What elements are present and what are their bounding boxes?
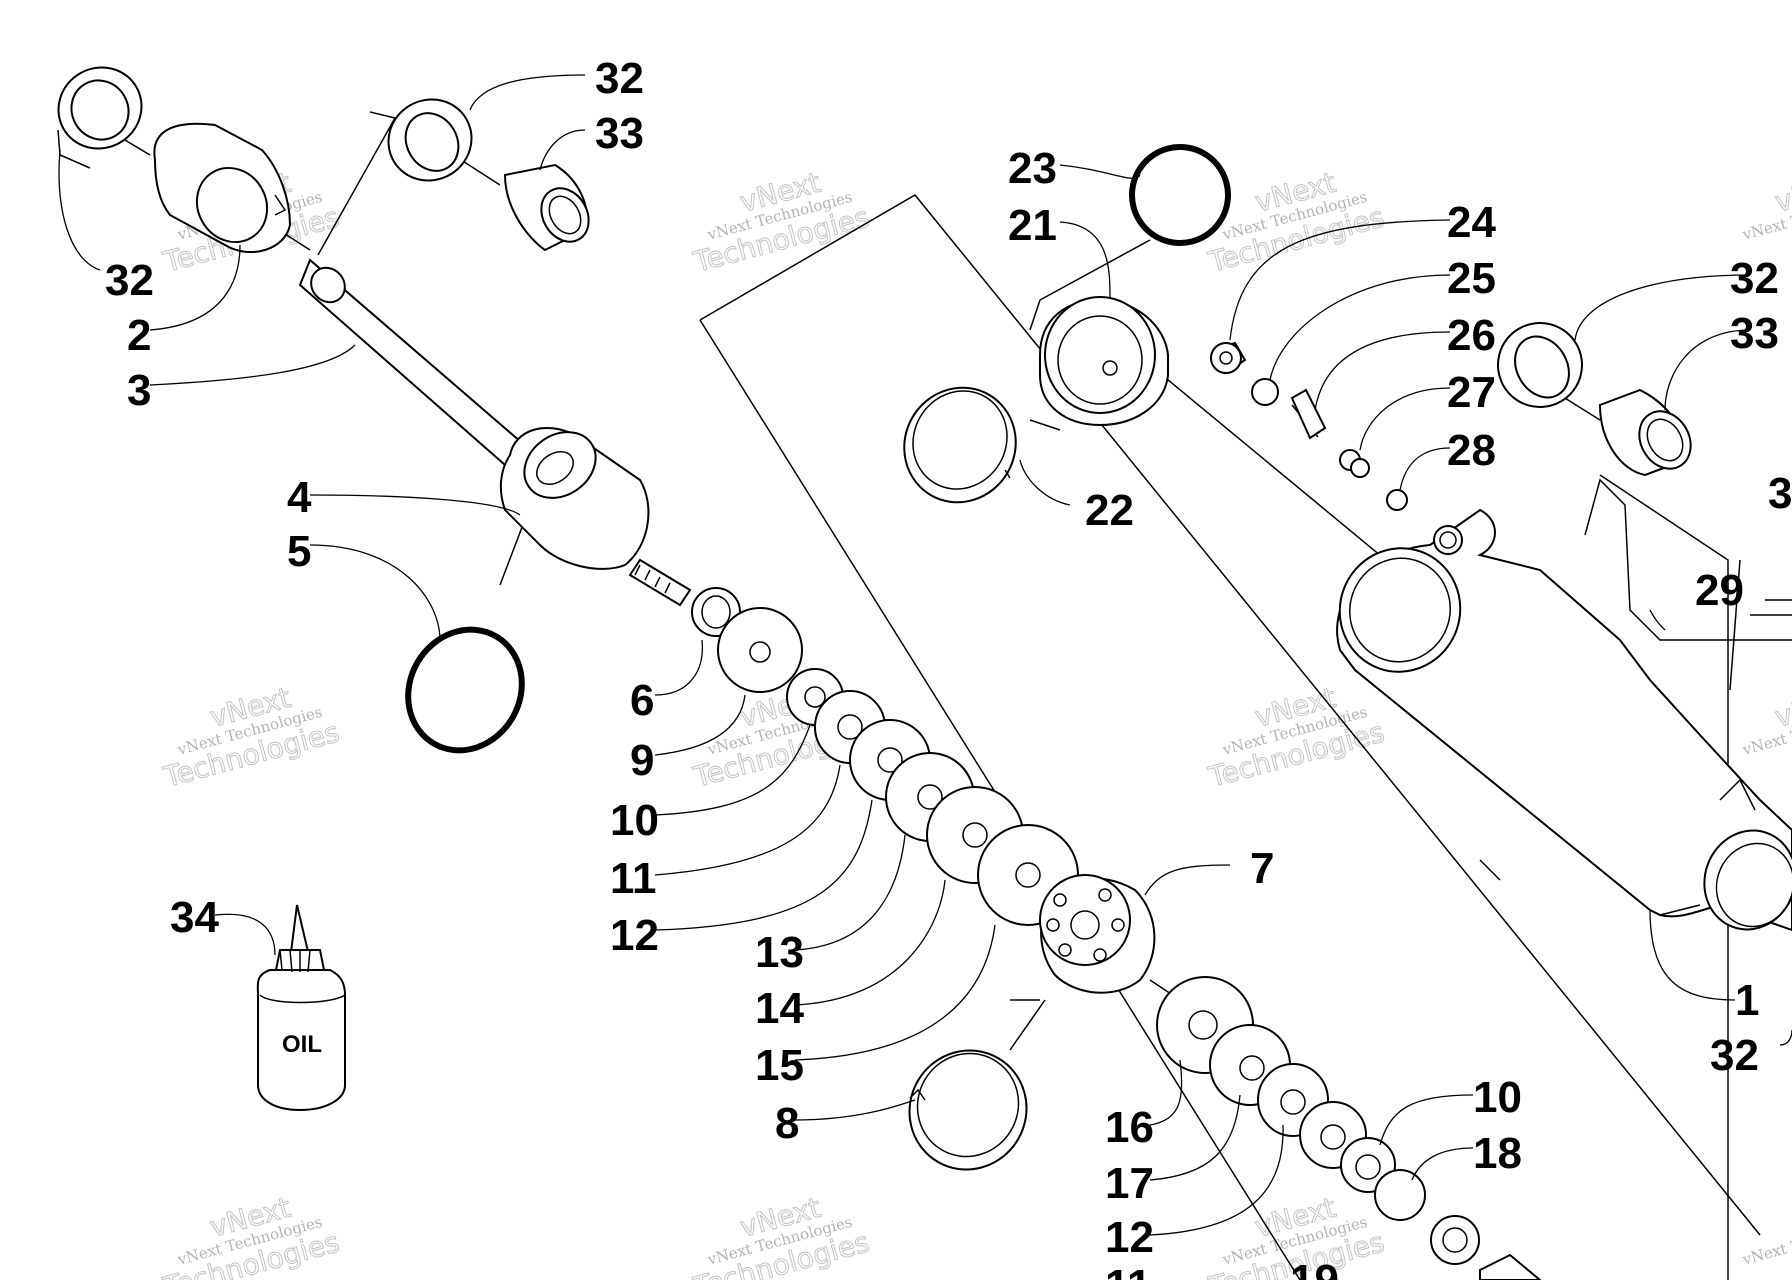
watermark: vNext Technologies	[1740, 1213, 1792, 1269]
label-6: 6	[630, 676, 654, 725]
label-32: 32	[105, 256, 154, 305]
part-22-band	[903, 386, 1017, 504]
label-32: 32	[1730, 254, 1779, 303]
label-32: 32	[1710, 1031, 1759, 1080]
part-21-cap	[1039, 296, 1169, 427]
label-19: 19	[1290, 1256, 1339, 1280]
part-32-bushing-top	[387, 98, 473, 182]
part-labels: 32 33 32 2 3 4 5 6 9 10 11 12 13 14 15 8…	[105, 54, 1792, 1280]
part-1-shock-body	[1336, 508, 1792, 932]
label-33: 33	[595, 109, 644, 158]
label-12: 12	[610, 911, 659, 960]
label-14: 14	[755, 984, 804, 1033]
oil-bottle-label: OIL	[282, 1031, 322, 1058]
label-17: 17	[1105, 1159, 1154, 1208]
part-33-sleeve-top	[503, 163, 590, 252]
watermark: vNext vNext Technologies	[1740, 680, 1792, 759]
label-11: 11	[610, 854, 657, 903]
label-7: 7	[1250, 844, 1274, 893]
label-13: 13	[755, 928, 804, 977]
label-25: 25	[1447, 254, 1496, 303]
label-34: 34	[170, 893, 219, 942]
label-31: 31	[1768, 469, 1792, 518]
label-2: 2	[127, 311, 151, 360]
label-1: 1	[1735, 976, 1759, 1025]
watermark: vNext vNext Technologies Technologies	[1204, 680, 1388, 794]
watermark: vNext vNext Technologies Technologies	[689, 165, 873, 279]
label-21: 21	[1008, 201, 1057, 250]
label-12: 12	[1105, 1213, 1154, 1262]
label-16: 16	[1105, 1103, 1154, 1152]
svg-text:vNext Technologies: vNext Technologies	[1740, 1213, 1792, 1269]
part-32-bushing-right	[1497, 322, 1583, 408]
watermark: vNext vNext Technologies	[1740, 165, 1792, 244]
label-5: 5	[287, 527, 311, 576]
label-10: 10	[1473, 1073, 1522, 1122]
part-34-oil-bottle: OIL	[256, 904, 346, 1112]
label-28: 28	[1447, 426, 1496, 475]
part-8-piston-band	[908, 1049, 1028, 1171]
leader-lines	[58, 74, 1792, 1236]
label-22: 22	[1085, 486, 1134, 535]
part-7-piston	[1039, 874, 1156, 994]
watermark: vNext vNext Technologies Technologies	[159, 1190, 343, 1280]
watermark: vNext vNext Technologies Technologies	[159, 680, 343, 794]
label-33: 33	[1730, 309, 1779, 358]
label-26: 26	[1447, 311, 1496, 360]
part-2-housing	[153, 122, 292, 254]
label-11: 11	[1105, 1261, 1152, 1280]
valve-parts-24-28	[1210, 341, 1408, 511]
label-8: 8	[775, 1099, 799, 1148]
label-18: 18	[1473, 1129, 1522, 1178]
label-10: 10	[610, 796, 659, 845]
svg-text:vNext: vNext	[1772, 681, 1792, 734]
part-23-o-ring	[1129, 144, 1231, 246]
label-24: 24	[1447, 198, 1496, 247]
label-4: 4	[287, 473, 312, 522]
label-15: 15	[755, 1041, 804, 1090]
part-32-bushing-top-left	[57, 66, 143, 169]
label-32: 32	[595, 54, 644, 103]
watermark: vNext vNext Technologies Technologies	[689, 1190, 873, 1280]
part-33-sleeve-right	[1598, 388, 1692, 477]
shim-stack-lower	[1156, 976, 1542, 1280]
label-3: 3	[127, 366, 151, 415]
label-23: 23	[1008, 144, 1057, 193]
part-4-piston-body	[499, 426, 692, 607]
label-9: 9	[630, 736, 654, 785]
part-5-o-ring	[405, 626, 525, 754]
label-29: 29	[1695, 566, 1744, 615]
label-27: 27	[1447, 368, 1496, 417]
svg-text:vNext: vNext	[1772, 166, 1792, 219]
